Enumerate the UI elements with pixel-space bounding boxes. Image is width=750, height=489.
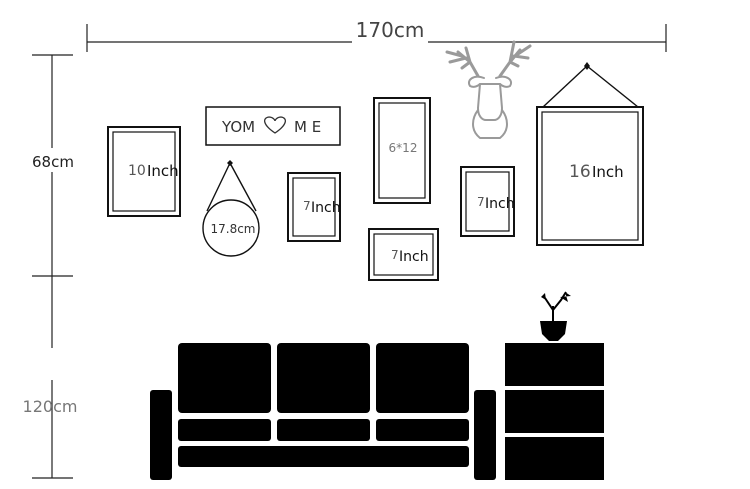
heart-icon	[264, 116, 286, 134]
frame-16-inch	[536, 65, 644, 246]
sign-text-right: M E	[294, 118, 321, 136]
frame-6x12	[373, 97, 431, 204]
yom-me-sign	[205, 106, 341, 146]
potted-plant-icon	[540, 291, 571, 341]
frame-7-inch-b	[368, 228, 439, 281]
frame-16-number: 16	[569, 162, 591, 182]
frame-7b-unit: Inch	[399, 249, 429, 265]
lower-height-label: 120cm	[23, 397, 78, 416]
frame-10-number: 10	[128, 163, 146, 179]
sofa-icon	[150, 343, 496, 480]
frame-10-inch	[107, 126, 181, 217]
height-dimension	[32, 54, 73, 479]
deer-head-icon	[445, 40, 532, 139]
frame-6x12-label: 6*12	[389, 141, 418, 155]
round-mirror	[202, 162, 260, 257]
hanging-nail-icon	[584, 62, 590, 70]
frame-16-unit: Inch	[592, 163, 624, 181]
frame-7c-number: 7	[477, 195, 485, 209]
width-label: 170cm	[356, 18, 425, 42]
upper-height-label: 68cm	[32, 153, 74, 171]
frame-7b-number: 7	[391, 248, 399, 262]
sign-text-left: YOM	[221, 118, 255, 136]
frame-7c-unit: Inch	[485, 196, 515, 212]
side-cabinet-icon	[505, 343, 604, 480]
frame-7-inch-a	[287, 172, 341, 242]
frame-7a-number: 7	[303, 199, 311, 213]
frame-7a-unit: Inch	[311, 200, 341, 216]
frame-7-inch-c	[460, 166, 515, 237]
hanging-nail-icon	[227, 160, 233, 166]
round-mirror-label: 17.8cm	[210, 222, 255, 236]
frame-10-unit: Inch	[147, 162, 179, 180]
